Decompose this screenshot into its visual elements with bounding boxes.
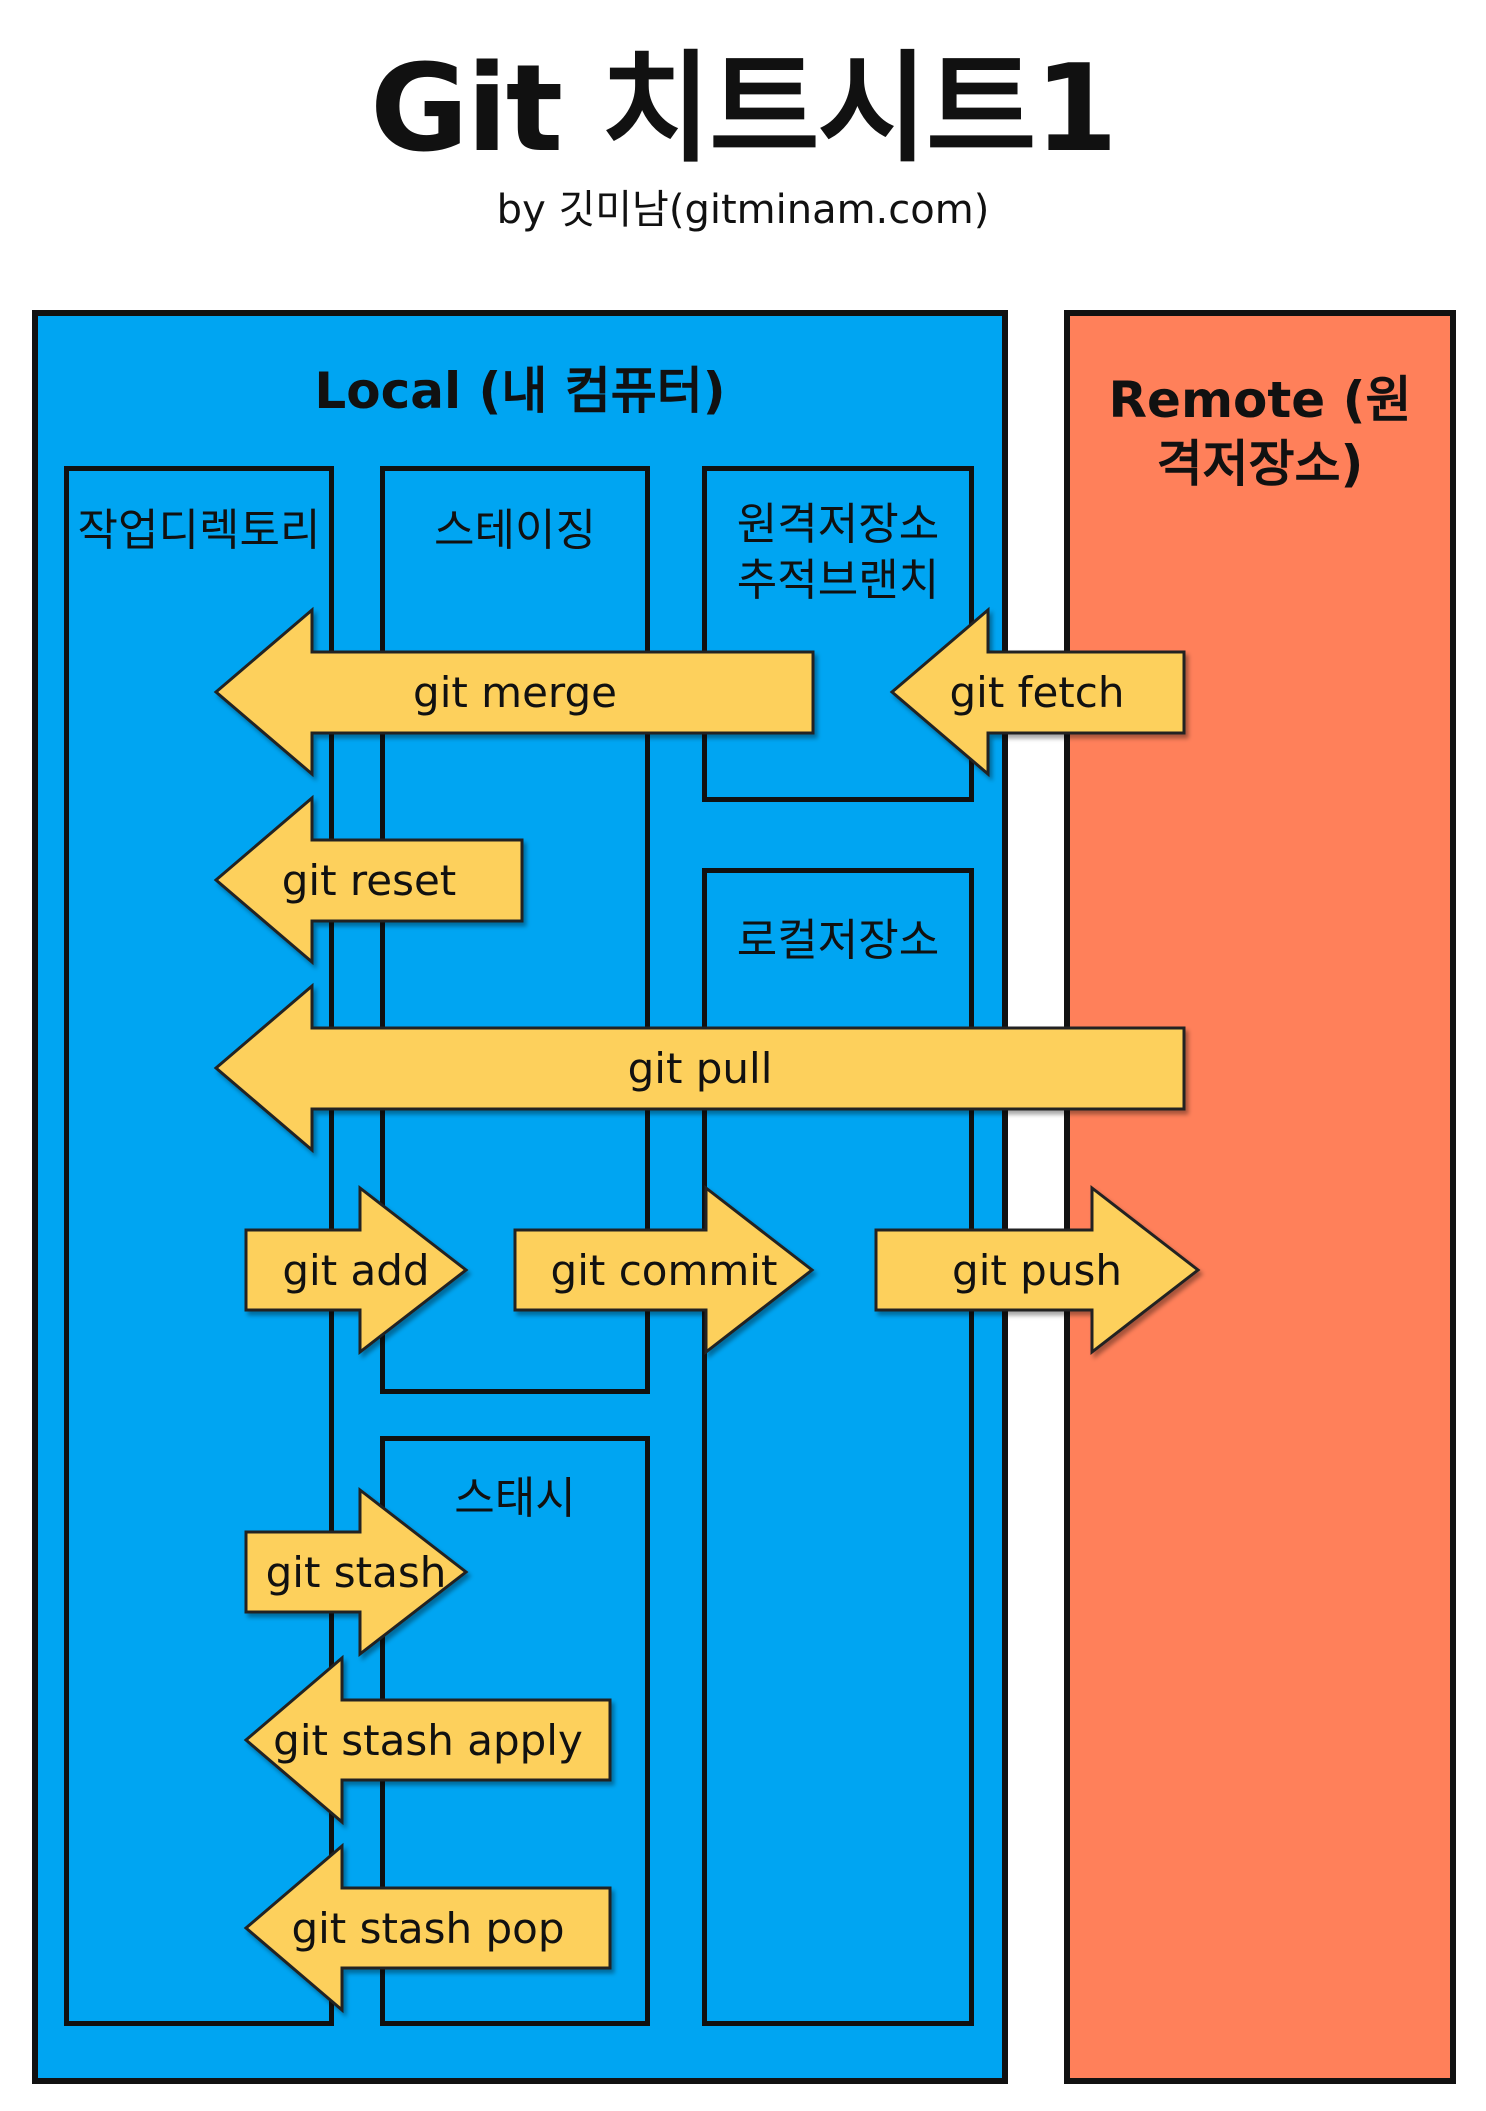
remote-tracking-branch-box: 원격저장소 추적브랜치 xyxy=(702,466,974,802)
git-push-arrow: git push xyxy=(874,1184,1201,1356)
git-stash-label: git stash xyxy=(266,1548,447,1597)
remote-panel-title: Remote (원격저장소) xyxy=(1108,371,1412,493)
staging-label: 스테이징 xyxy=(434,505,596,556)
git-pull-arrow: git pull xyxy=(213,982,1186,1154)
git-fetch-arrow: git fetch xyxy=(889,606,1186,778)
git-commit-arrow: git commit xyxy=(513,1184,815,1356)
git-stash-apply-label: git stash apply xyxy=(273,1716,583,1765)
git-add-arrow: git add xyxy=(244,1184,469,1356)
git-stash-pop-label: git stash pop xyxy=(291,1904,564,1953)
git-stash-arrow: git stash xyxy=(244,1486,469,1658)
git-push-label: git push xyxy=(952,1246,1122,1295)
git-pull-label: git pull xyxy=(628,1044,773,1093)
page-subtitle: by 깃미남(gitminam.com) xyxy=(496,187,990,233)
git-commit-label: git commit xyxy=(551,1246,778,1295)
remote-tracking-branch-label: 원격저장소 추적브랜치 xyxy=(736,499,940,606)
git-stash-apply-arrow: git stash apply xyxy=(243,1654,612,1826)
git-add-label: git add xyxy=(282,1246,429,1295)
working-directory-label: 작업디렉토리 xyxy=(77,505,321,556)
git-reset-label: git reset xyxy=(282,856,457,905)
local-repository-label: 로컬저장소 xyxy=(736,915,940,966)
git-merge-arrow: git merge xyxy=(213,606,815,778)
git-reset-arrow: git reset xyxy=(213,794,524,966)
remote-panel: Remote (원격저장소) xyxy=(1064,310,1456,2084)
stash-label: 스태시 xyxy=(454,1473,576,1524)
git-stash-pop-arrow: git stash pop xyxy=(243,1842,612,2014)
page-title: Git 치트시트1 xyxy=(370,40,1118,179)
local-panel-title: Local (내 컴퓨터) xyxy=(314,362,726,420)
git-fetch-label: git fetch xyxy=(950,668,1125,717)
git-merge-label: git merge xyxy=(413,668,617,717)
